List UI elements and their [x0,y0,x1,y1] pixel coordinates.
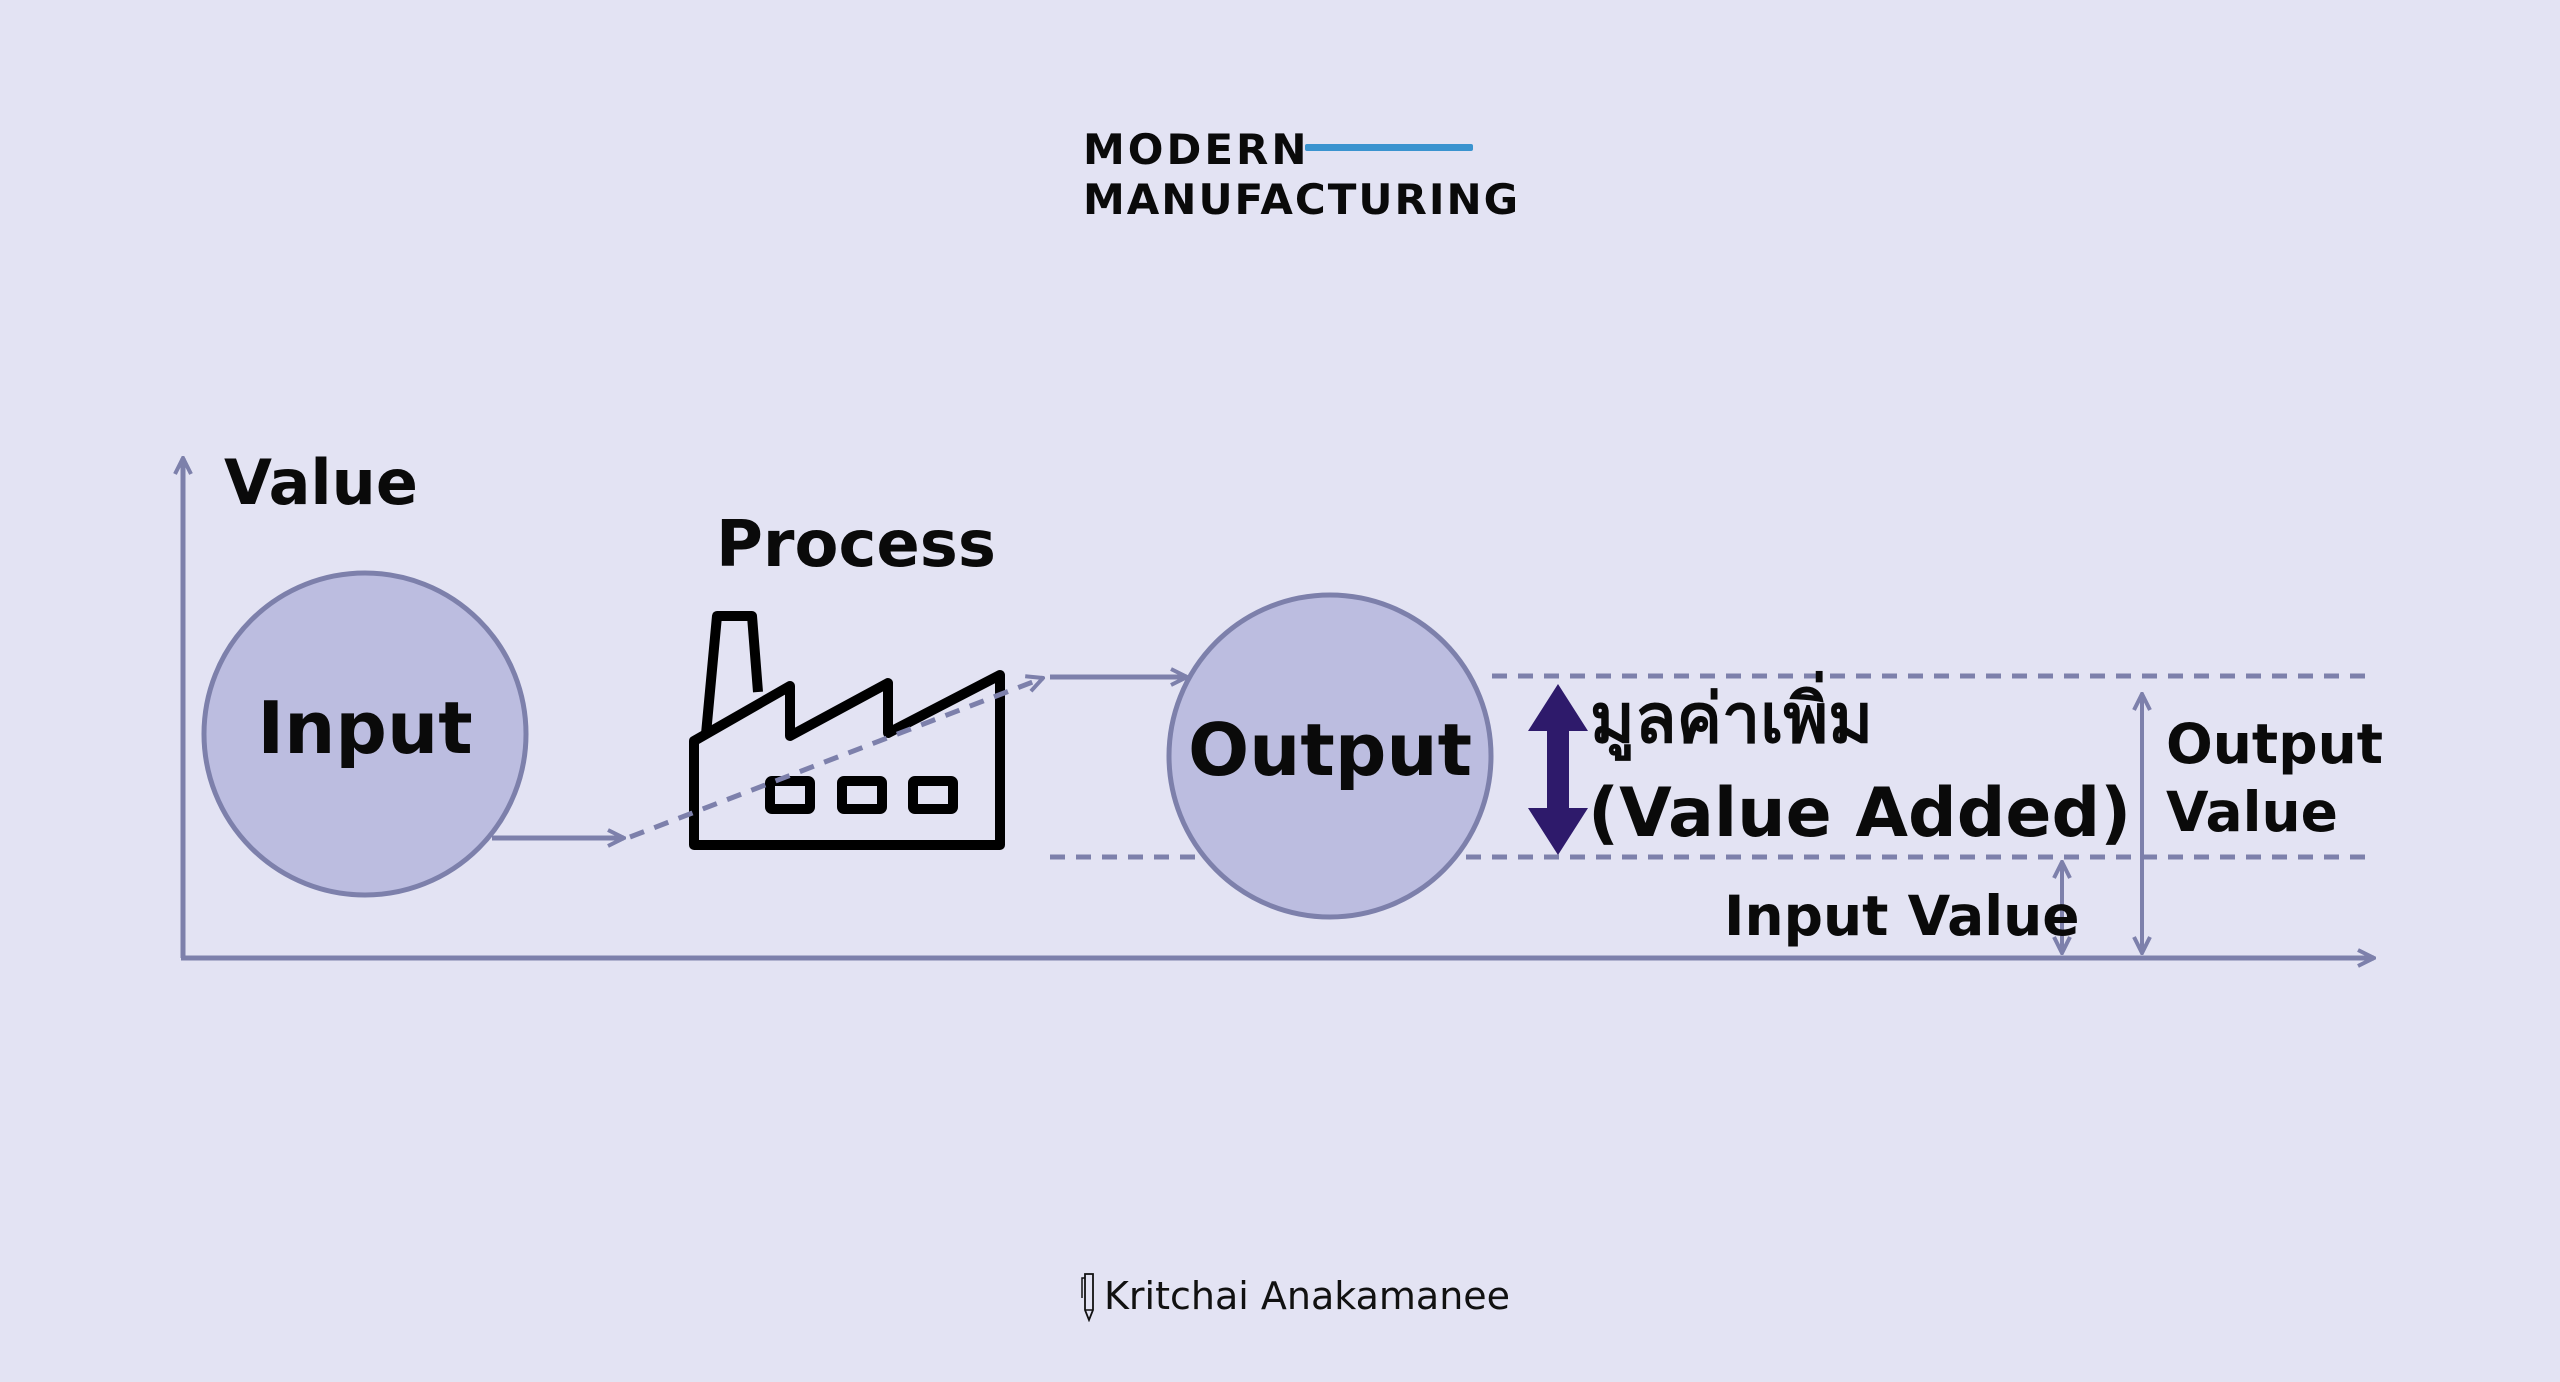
input-label: Input [257,686,473,770]
logo-line-2: MANUFACTURING [1083,175,1521,224]
process-label: Process [716,508,996,582]
author-name: Kritchai Anakamanee [1104,1274,1511,1318]
logo-accent-bar [1305,144,1473,151]
value-added-double-arrow [1528,684,1588,855]
output-value-label-line2: Value [2166,780,2338,844]
output-value-label-line1: Output [2166,712,2384,776]
input-circle [201,570,529,898]
value-added-thai-label: มูลค่าเพิ่ม [1590,680,1874,759]
author-credit: Kritchai Anakamanee [1080,1270,1510,1322]
process-dashed-arrow [629,678,1043,840]
output-label: Output [1187,708,1473,792]
input-value-label: Input Value [1724,884,2080,948]
logo-line-1: MODERN [1083,125,1310,174]
y-axis-label: Value [224,446,418,519]
logo: MODERN MANUFACTURING [1083,126,1520,224]
value-added-english-label: (Value Added) [1588,774,2132,853]
output-circle [1166,592,1494,920]
pen-icon [1081,1273,1094,1322]
factory-icon [689,611,1005,850]
